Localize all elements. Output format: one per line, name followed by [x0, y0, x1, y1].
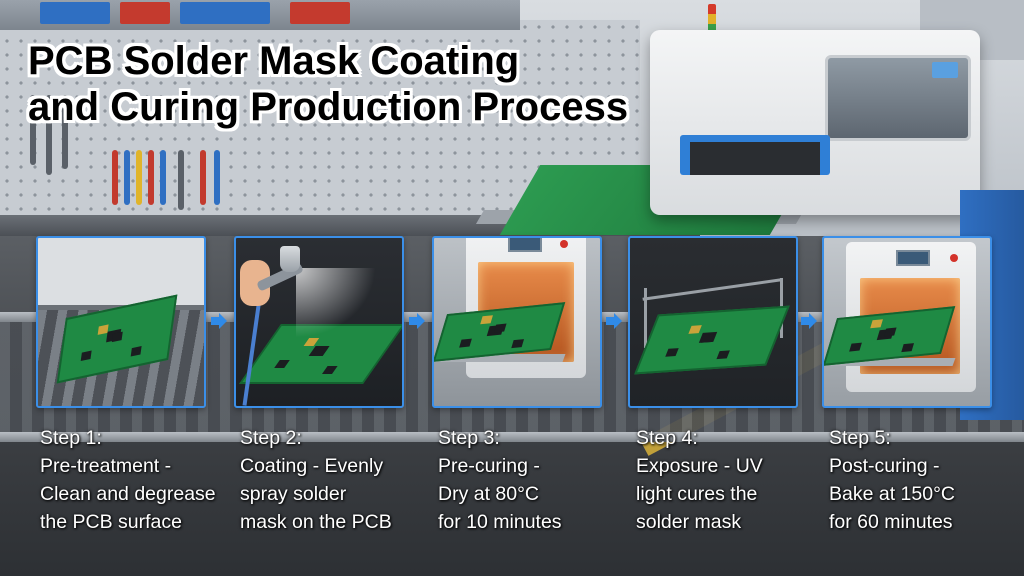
- title-line-2: and Curing Production Process: [28, 85, 629, 129]
- coating-machine: [650, 30, 980, 215]
- step-number: Step 3:: [438, 427, 500, 449]
- arrow-right-icon: [800, 312, 818, 330]
- storage-bin: [290, 2, 350, 24]
- step-number: Step 1:: [40, 427, 102, 449]
- step-text-line: spray solder: [240, 483, 347, 505]
- step-text-line: Bake at 150°C: [829, 483, 955, 505]
- screwdriver-icon: [124, 150, 130, 205]
- step-text-line: for 10 minutes: [438, 511, 562, 533]
- step-text-line: Pre-treatment -: [40, 455, 172, 477]
- step-2-image: [234, 236, 404, 408]
- spray-hose: [242, 298, 262, 406]
- step-text-line: Clean and degrease: [40, 483, 216, 505]
- machine-control-screen: [932, 62, 958, 78]
- arrow-right-icon: [605, 312, 623, 330]
- spray-gun-cup: [280, 246, 300, 272]
- screwdriver-icon: [148, 150, 154, 205]
- step-text-line: the PCB surface: [40, 511, 182, 533]
- screwdriver-icon: [160, 150, 166, 205]
- oven-screen: [508, 238, 542, 252]
- step-number: Step 5:: [829, 427, 891, 449]
- wrench-icon: [30, 95, 36, 165]
- step-text-line: Dry at 80°C: [438, 483, 539, 505]
- screwdriver-icon: [112, 150, 118, 205]
- exposure-frame: [644, 288, 647, 348]
- step-1-label: Step 1: Pre-treatment - Clean and degrea…: [40, 424, 216, 536]
- arrow-right-icon: [210, 312, 228, 330]
- conveyor-rail: [0, 432, 1024, 442]
- oven-screen: [896, 250, 930, 266]
- storage-bin: [120, 2, 170, 24]
- step-text-line: solder mask: [636, 511, 742, 533]
- spray-mist: [296, 268, 376, 338]
- oven-stop-button: [950, 254, 958, 262]
- oven-stop-button: [560, 240, 568, 248]
- step-5-label: Step 5: Post-curing - Bake at 150°C for …: [829, 424, 955, 536]
- step-4-label: Step 4: Exposure - UV light cures the so…: [636, 424, 763, 536]
- wrench-icon: [62, 95, 68, 169]
- title-line-1: PCB Solder Mask Coating: [28, 39, 520, 83]
- step-2-label: Step 2: Coating - Evenly spray solder ma…: [240, 424, 392, 536]
- machine-opening: [690, 142, 820, 175]
- storage-bin: [180, 2, 270, 24]
- step-1-image: [36, 236, 206, 408]
- pliers-icon: [178, 150, 184, 210]
- signal-tower-icon: [708, 4, 716, 34]
- step-4-image: [628, 236, 798, 408]
- step-text-line: Coating - Evenly: [240, 455, 384, 477]
- step-text-line: Post-curing -: [829, 455, 940, 477]
- wrench-icon: [46, 95, 52, 175]
- arrow-right-icon: [408, 312, 426, 330]
- page-title: PCB Solder Mask Coating and Curing Produ…: [28, 38, 628, 130]
- exposure-frame: [642, 278, 782, 301]
- step-3-image: [432, 236, 602, 408]
- screwdriver-icon: [136, 150, 142, 205]
- pcb-board-icon: [634, 305, 790, 375]
- screwdriver-icon: [214, 150, 220, 205]
- storage-bin: [40, 2, 110, 24]
- step-text-line: for 60 minutes: [829, 511, 953, 533]
- screwdriver-icon: [200, 150, 206, 205]
- step-text-line: mask on the PCB: [240, 511, 392, 533]
- step-5-image: [822, 236, 992, 408]
- step-text-line: Pre-curing -: [438, 455, 540, 477]
- step-number: Step 4:: [636, 427, 698, 449]
- step-text-line: Exposure - UV: [636, 455, 763, 477]
- step-number: Step 2:: [240, 427, 302, 449]
- step-text-line: light cures the: [636, 483, 758, 505]
- step-3-label: Step 3: Pre-curing - Dry at 80°C for 10 …: [438, 424, 562, 536]
